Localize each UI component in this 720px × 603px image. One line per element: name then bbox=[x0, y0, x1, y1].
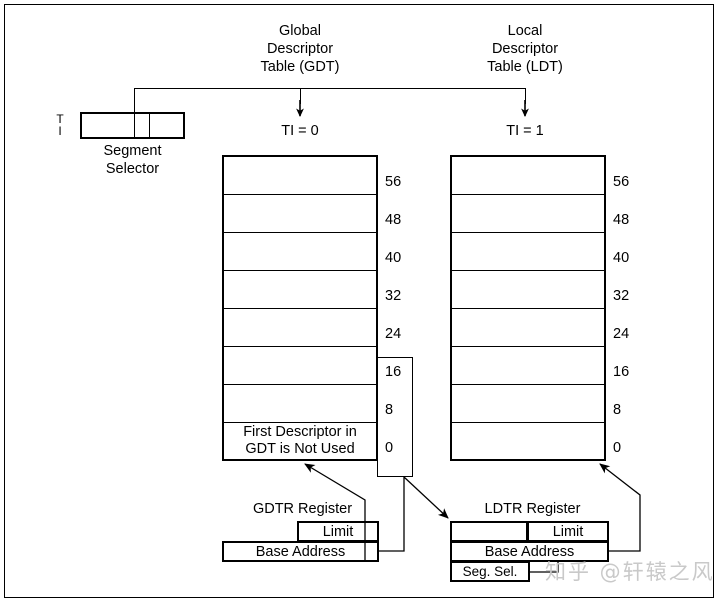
ldtr-title: LDTR Register bbox=[484, 501, 581, 517]
watermark: 知乎 @轩辕之风 bbox=[545, 560, 715, 584]
outer-border bbox=[4, 4, 714, 598]
gdt-offset: 56 bbox=[385, 174, 402, 190]
ldt-row bbox=[452, 423, 604, 459]
ldtr-limit-cell: Limit bbox=[527, 521, 609, 542]
selector-bus-hline bbox=[134, 88, 526, 89]
gdt-row-first-descriptor: First Descriptor in GDT is Not Used bbox=[243, 424, 357, 457]
ldt-offset: 32 bbox=[613, 288, 630, 304]
gdt-heading: Global Descriptor Table (GDT) bbox=[260, 23, 340, 75]
ldt-offset: 56 bbox=[613, 174, 630, 190]
ldt-offset: 40 bbox=[613, 250, 630, 266]
ldt-ti-flag: TI = 1 bbox=[506, 123, 544, 139]
ldt-offset: 48 bbox=[613, 212, 630, 228]
ldtr-base-address-cell: Base Address bbox=[450, 541, 609, 562]
ldtr-empty-cell bbox=[450, 521, 528, 542]
gdt-offset: 0 bbox=[385, 440, 394, 456]
ldtr-segment-selector-cell: Seg. Sel. bbox=[450, 561, 530, 582]
segment-selector-caption: Segment Selector bbox=[103, 143, 162, 177]
gdt-row bbox=[224, 309, 376, 347]
ldt-row bbox=[452, 195, 604, 233]
ldt-offset: 8 bbox=[613, 402, 622, 418]
gdt-offset: 32 bbox=[385, 288, 402, 304]
gdt-row bbox=[224, 347, 376, 385]
gdt-row bbox=[224, 157, 376, 195]
ldt-table bbox=[450, 155, 606, 461]
gdt-row bbox=[224, 271, 376, 309]
ldt-branch-vline bbox=[525, 88, 526, 104]
gdtr-base-address-cell: Base Address bbox=[222, 541, 379, 562]
ldt-offset: 0 bbox=[613, 440, 622, 456]
gdt-ti-flag: TI = 0 bbox=[281, 123, 319, 139]
gdt-table: First Descriptor in GDT is Not Used bbox=[222, 155, 378, 461]
gdt-offset: 24 bbox=[385, 326, 402, 342]
ti-field-letter-top: T bbox=[56, 112, 64, 126]
gdtr-limit-cell: Limit bbox=[297, 521, 379, 542]
ti-field-letter-bottom: I bbox=[58, 124, 62, 138]
gdt-offset: 8 bbox=[385, 402, 394, 418]
gdt-offset: 40 bbox=[385, 250, 402, 266]
ldt-offset: 24 bbox=[613, 326, 630, 342]
gdt-row bbox=[224, 233, 376, 271]
gdt-offset: 16 bbox=[385, 364, 402, 380]
gdt-offset: 48 bbox=[385, 212, 402, 228]
gdt-row bbox=[224, 195, 376, 233]
gdtr-title: GDTR Register bbox=[252, 501, 353, 517]
segment-selector-divider-right bbox=[149, 114, 150, 137]
ldt-row bbox=[452, 233, 604, 271]
ldt-row bbox=[452, 385, 604, 423]
segment-selector-box bbox=[80, 112, 185, 139]
ldt-row bbox=[452, 309, 604, 347]
gdt-base-pointer-outline bbox=[377, 357, 413, 477]
gdt-branch-vline bbox=[300, 88, 301, 104]
ldt-row bbox=[452, 271, 604, 309]
ldt-row bbox=[452, 347, 604, 385]
segment-selector-divider-left bbox=[134, 114, 135, 137]
ldt-row bbox=[452, 157, 604, 195]
selector-stem-vline bbox=[134, 88, 135, 118]
gdt-row bbox=[224, 385, 376, 423]
ldt-offset: 16 bbox=[613, 364, 630, 380]
ldt-heading: Local Descriptor Table (LDT) bbox=[487, 23, 563, 75]
